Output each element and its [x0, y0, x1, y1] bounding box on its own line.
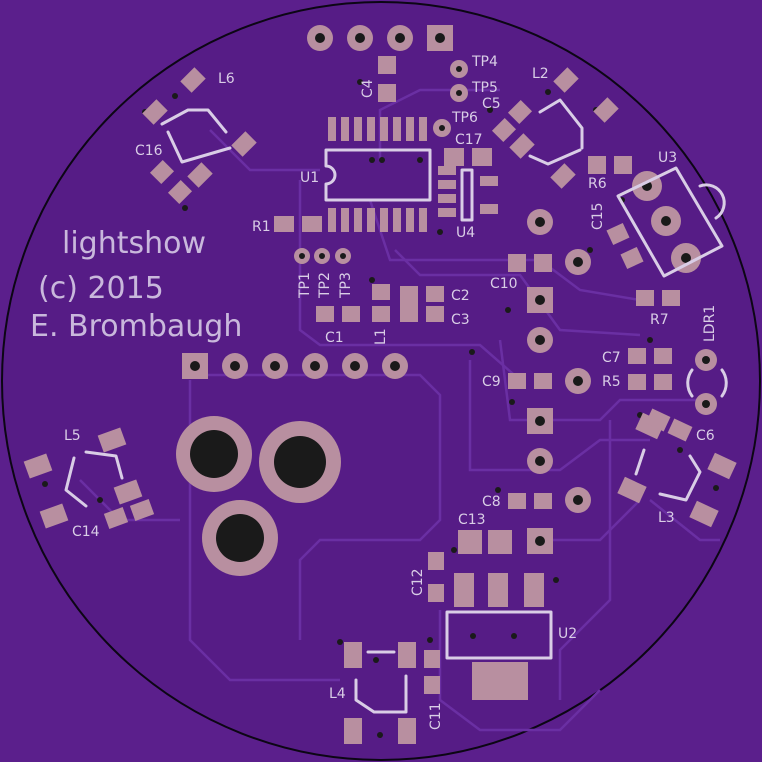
label-ldr1: LDR1 — [702, 305, 718, 342]
label-c6: C6 — [696, 428, 715, 444]
label-c11: C11 — [428, 702, 444, 730]
u2-regulator — [445, 573, 553, 700]
ldr1 — [686, 349, 728, 415]
label-r7: R7 — [650, 312, 669, 328]
label-c10: C10 — [490, 276, 518, 292]
label-l6: L6 — [218, 71, 235, 87]
u1-soic — [324, 117, 432, 232]
silk-labels: L6 C16 C4 TP4 TP5 TP6 L2 C5 C17 U1 U3 R6… — [64, 54, 718, 730]
smd-passives — [274, 56, 680, 694]
label-r6: R6 — [588, 176, 607, 192]
test-points — [294, 60, 468, 264]
label-u4: U4 — [456, 225, 475, 241]
label-l5: L5 — [64, 428, 81, 444]
label-r1: R1 — [252, 219, 271, 235]
label-c5: C5 — [482, 96, 501, 112]
label-c17: C17 — [455, 132, 483, 148]
inductor-l3 — [617, 412, 737, 528]
inductor-l2 — [509, 67, 619, 189]
label-l3: L3 — [658, 510, 675, 526]
label-c3: C3 — [451, 312, 470, 328]
label-l2: L2 — [532, 66, 549, 82]
label-tp5: TP5 — [471, 80, 498, 96]
header-mid — [182, 353, 408, 379]
label-tp1: TP1 — [297, 272, 313, 299]
label-l4: L4 — [329, 686, 346, 702]
label-c4: C4 — [360, 79, 376, 98]
u4-package — [438, 166, 498, 222]
board-title: lightshow — [62, 226, 206, 261]
board-copyright: (c) 2015 — [38, 271, 164, 306]
inductor-l6 — [142, 67, 257, 188]
label-tp2: TP2 — [317, 272, 333, 299]
label-c15: C15 — [590, 202, 606, 230]
board-author: E. Brombaugh — [30, 309, 242, 344]
header-top — [307, 25, 453, 51]
cap-c5 — [491, 99, 533, 143]
label-c8: C8 — [482, 494, 501, 510]
cap-c6 — [645, 408, 693, 442]
label-c14: C14 — [72, 524, 100, 540]
through-hole-column — [527, 209, 591, 554]
label-r5: R5 — [602, 374, 621, 390]
label-u1: U1 — [300, 170, 319, 186]
label-tp4: TP4 — [471, 54, 498, 70]
mounting-holes — [176, 416, 341, 576]
label-l1: L1 — [373, 328, 389, 345]
label-u2: U2 — [558, 626, 577, 642]
label-c2: C2 — [451, 288, 470, 304]
cap-c14 — [103, 499, 155, 529]
label-tp3: TP3 — [338, 272, 354, 299]
label-c12: C12 — [410, 568, 426, 596]
label-tp6: TP6 — [451, 110, 478, 126]
label-c1: C1 — [325, 330, 344, 346]
cap-c16 — [149, 159, 193, 205]
inductor-l4 — [344, 642, 416, 744]
label-u3: U3 — [658, 150, 677, 166]
label-c7: C7 — [602, 350, 621, 366]
label-c13: C13 — [458, 512, 486, 528]
u3-transistor — [616, 166, 726, 278]
label-c9: C9 — [482, 374, 501, 390]
inductor-l5 — [23, 427, 143, 529]
label-c16: C16 — [135, 143, 163, 159]
